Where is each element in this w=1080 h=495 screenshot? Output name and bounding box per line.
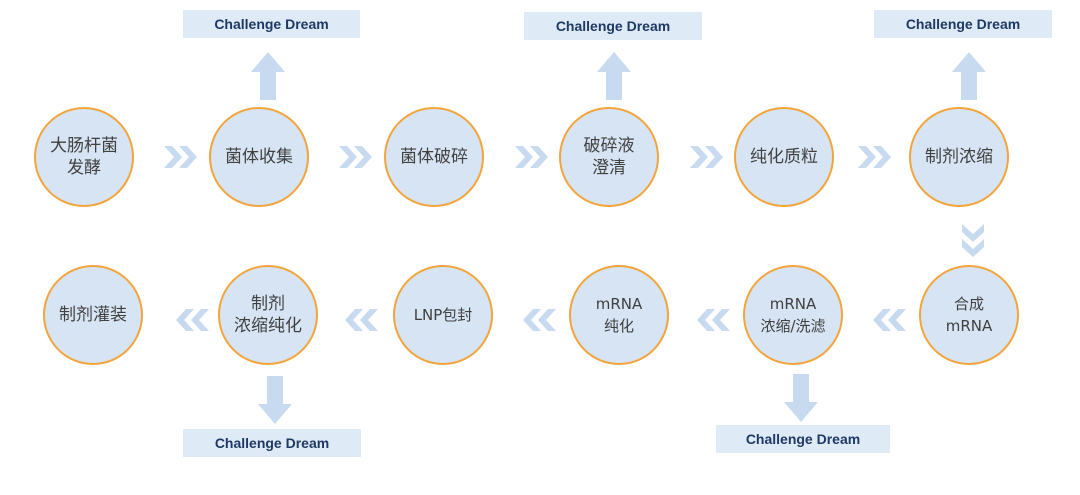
process-node-ecoli-fermentation: 大肠杆菌 发酵 [34, 107, 134, 207]
node-label: 大肠杆菌 发酵 [50, 136, 118, 178]
challenge-dream-label-2: Challenge Dream [524, 12, 702, 40]
node-label: 制剂 浓缩纯化 [234, 294, 302, 336]
node-label: mRNA 浓缩/洗滤 [760, 295, 826, 335]
process-node-formulation-filling: 制剂灌装 [43, 265, 143, 365]
label-text: Challenge Dream [905, 16, 1021, 32]
node-label: 破碎液 澄清 [583, 136, 635, 178]
chevron-right-icon [164, 146, 197, 168]
chevron-right-icon [690, 146, 723, 168]
process-node-plasmid-purification: 纯化质粒 [734, 107, 834, 207]
process-node-lnp-encapsulation: LNP包封 [393, 265, 493, 365]
node-label: 制剂灌装 [59, 305, 127, 325]
process-node-mrna-purification: mRNA 纯化 [569, 265, 669, 365]
up-arrow-icon [251, 52, 285, 100]
label-text: Challenge Dream [555, 18, 671, 34]
chevron-left-icon [697, 309, 730, 331]
chevron-right-icon [339, 146, 372, 168]
down-arrow-icon [784, 374, 818, 422]
chevron-right-icon [858, 146, 891, 168]
chevron-left-icon [176, 309, 209, 331]
chevron-right-icon [515, 146, 548, 168]
challenge-dream-label-3: Challenge Dream [874, 10, 1052, 38]
chevron-left-icon [523, 309, 556, 331]
node-label: 菌体破碎 [400, 147, 468, 167]
label-text: Challenge Dream [214, 435, 330, 451]
process-node-mrna-concentration-diafiltration: mRNA 浓缩/洗滤 [743, 265, 843, 365]
process-node-formulation-concentration: 制剂浓缩 [909, 107, 1009, 207]
process-node-cell-harvest: 菌体收集 [209, 107, 309, 207]
challenge-dream-label-4: Challenge Dream [183, 429, 361, 457]
node-label: LNP包封 [413, 306, 473, 324]
label-text: Challenge Dream [214, 16, 329, 32]
process-node-formulation-concentration-purification: 制剂 浓缩纯化 [218, 265, 318, 365]
node-label: mRNA 纯化 [595, 295, 643, 335]
process-node-cell-lysis: 菌体破碎 [384, 107, 484, 207]
challenge-dream-label-1: Challenge Dream [183, 10, 360, 38]
up-arrow-icon [952, 52, 986, 100]
process-node-mrna-synthesis: 合成 mRNA [919, 265, 1019, 365]
challenge-dream-label-5: Challenge Dream [716, 425, 890, 453]
node-label: 合成 mRNA [945, 295, 993, 335]
chevron-left-icon [873, 309, 906, 331]
node-label: 制剂浓缩 [925, 147, 993, 167]
process-node-lysate-clarification: 破碎液 澄清 [559, 107, 659, 207]
up-arrow-icon [597, 52, 631, 100]
label-text: Challenge Dream [745, 431, 861, 447]
down-arrow-icon [258, 376, 292, 424]
chevron-down-icon [962, 224, 984, 257]
node-label: 菌体收集 [225, 147, 293, 167]
node-label: 纯化质粒 [750, 147, 818, 167]
chevron-left-icon [345, 309, 378, 331]
